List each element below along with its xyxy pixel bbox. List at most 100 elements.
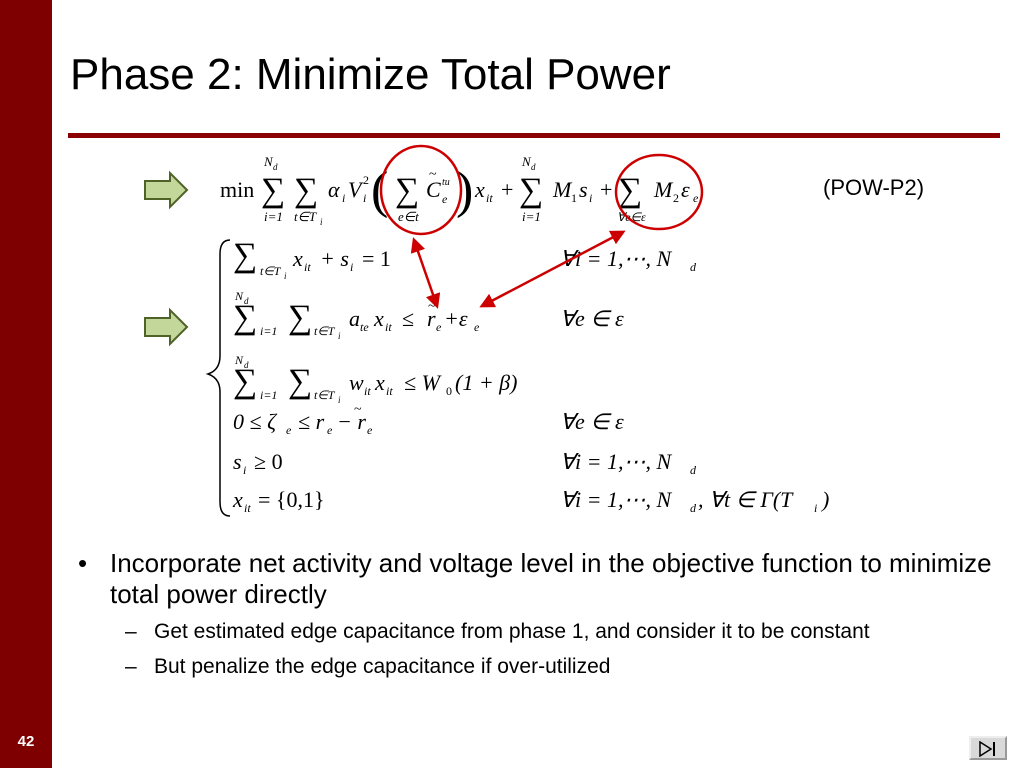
sum-symbol: ∑ [233,237,257,274]
constraint-relation: ≤ r [298,409,325,434]
sum-symbol: ∑ [618,172,642,209]
sum-lower-sub: i [284,271,287,281]
sub-bullet-marker: – [125,655,137,678]
sub-bullet-item: – But penalize the edge capacitance if o… [78,653,998,681]
plus-sign: + [600,177,612,202]
w-variable: w [349,370,364,395]
sum-symbol: ∑ [233,299,257,336]
x-variable: x [292,246,303,271]
r-sub: e [367,423,373,437]
sub-bullet-text: But penalize the edge capacitance if ove… [154,655,611,678]
constraint-domain: ∀i = 1,⋯, N [560,487,673,512]
m1-symbol: M [552,177,573,202]
x-sub: it [386,384,393,398]
formula-block: min ∑ N d i=1 ∑ t∈T i α i V 2 i ( ) ∑ e∈… [144,144,924,517]
bullet-item: • Incorporate net activity and voltage l… [78,548,998,610]
voltage-symbol: V [348,177,364,202]
x-variable: x [232,487,243,512]
constraint-relation: ≤ W [404,370,442,395]
epsilon-sub: e [474,320,480,334]
highlight-circle [614,153,704,231]
sum-symbol: ∑ [519,172,543,209]
sum-symbol: ∑ [395,172,419,209]
sum-upper-sub: d [531,162,536,172]
sum-lower: t∈T [314,388,336,402]
constraint-relation: = {0,1} [258,487,325,512]
constraint-domain: ∀i = 1,⋯, N [560,246,673,271]
sum-lower: t∈T [294,209,317,224]
sum-upper-sub: d [273,162,278,172]
sum-upper: N [234,353,244,367]
constraint-domain: , ∀t ∈ Γ(T [698,487,794,512]
r-variable: r [427,306,436,331]
m2-symbol: M [653,177,674,202]
highlight-circle [379,144,463,236]
constraint-domain-sub: i [814,501,817,515]
sum-upper: N [234,289,244,303]
sum-lower: i=1 [264,209,283,224]
sum-lower-sub: i [338,395,341,405]
epsilon-sub: e [693,191,699,205]
plus-sign: + [501,177,513,202]
a-sub: te [360,320,369,334]
constraint-row: 0 ≤ ζ e ≤ r e − r ~ e ∀e ∈ ε [233,402,624,437]
sub-bullet-marker: – [125,620,137,643]
s-sub: i [243,463,246,477]
double-arrow [410,237,441,309]
s-variable: s [233,449,242,474]
bullet-list: • Incorporate net activity and voltage l… [78,548,998,681]
constraint-list: ∑ t∈T i x it + s i = 1 ∀i = 1,⋯, N d ∑ N… [232,237,829,515]
constraint-domain: ∀e ∈ ε [560,409,624,434]
s-sub: i [350,260,353,274]
min-operator: min [220,177,254,202]
s-variable: s [579,177,588,202]
m2-sub: 2 [673,191,679,205]
constraint-domain: ∀i = 1,⋯, N [560,449,673,474]
x-variable: x [374,370,385,395]
constraint-domain-sub: d [690,501,697,515]
sum-lower: i=1 [260,388,277,402]
voltage-sup: 2 [363,173,369,187]
x-sub: it [385,320,392,334]
constraint-domain-sub: d [690,260,697,274]
next-slide-button[interactable] [969,736,1007,760]
sub-bullet-item: – Get estimated edge capacitance from ph… [78,618,998,646]
sum-symbol: ∑ [288,299,312,336]
sum-lower: i=1 [522,209,541,224]
next-slide-icon [979,741,995,757]
sum-symbol: ∑ [261,172,285,209]
constraint-rhs: = 1 [362,246,391,271]
paren-close: ) [456,162,473,219]
x-sub: it [304,260,311,274]
sum-upper: N [521,154,532,169]
epsilon-symbol: ε [681,177,690,202]
x-variable: x [474,177,485,202]
w0-sub: 0 [446,384,452,398]
sum-lower: t∈T [260,264,282,278]
sum-lower: e∈t [398,209,419,224]
objective-function: min ∑ N d i=1 ∑ t∈T i α i V 2 i ( ) ∑ e∈… [220,154,699,227]
alpha-sub: i [342,191,345,205]
r-sub: e [436,320,442,334]
right-arrow-icon [144,170,189,210]
sum-upper-sub: d [244,296,249,306]
constraint-row: ∑ t∈T i x it + s i = 1 ∀i = 1,⋯, N d [233,237,697,281]
sum-symbol: ∑ [233,363,257,400]
problem-label: (POW-P2) [823,175,924,200]
a-variable: a [349,306,360,331]
sum-lower: i=1 [260,324,277,338]
constraint-term: +ε [444,306,468,331]
m1-sub: 1 [571,191,577,205]
constraint-row: ∑ N d i=1 ∑ t∈T i a te x it ≤ r ~ e +ε e… [233,289,624,341]
constraint-term: + s [320,246,349,271]
constraint-term: − r [337,409,366,434]
right-arrow-icon [144,307,189,347]
constraint-domain: ) [820,487,829,512]
constraint-domain-sub: d [690,463,697,477]
zeta-sub: e [286,423,292,437]
title-divider [68,133,1000,138]
sum-lower: t∈T [314,324,336,338]
slide-title: Phase 2: Minimize Total Power [70,50,671,99]
bullet-text: Incorporate net activity and voltage lev… [110,548,992,609]
alpha-symbol: α [328,177,340,202]
